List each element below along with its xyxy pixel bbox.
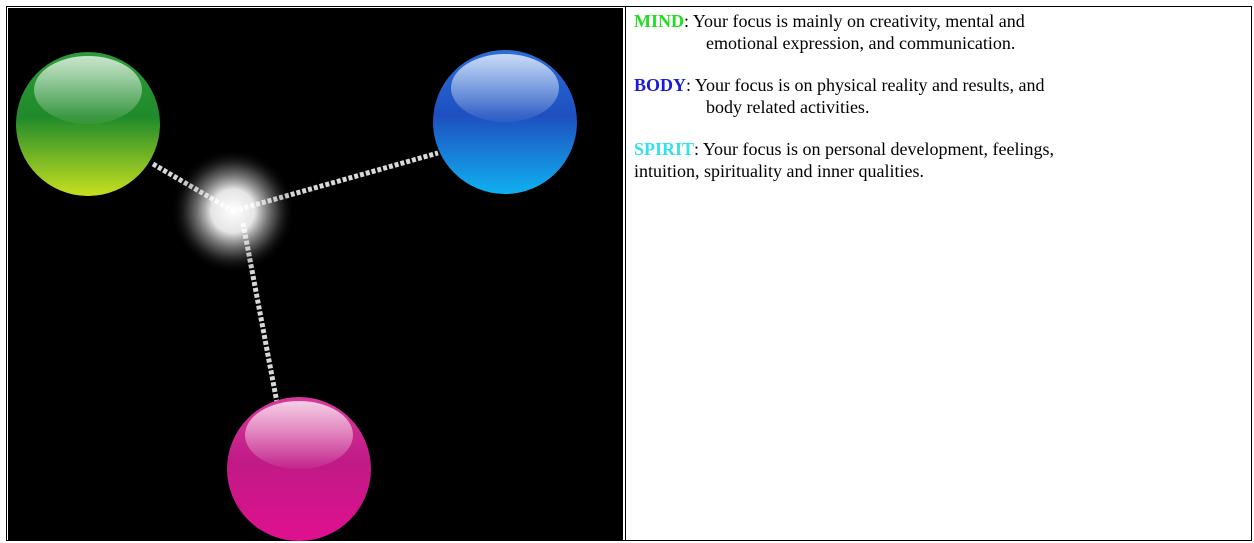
spirit-line-2: intuition, spirituality and inner qualit… (634, 161, 924, 181)
description-panel: MIND: Your focus is mainly on creativity… (634, 10, 1234, 202)
pink-orb-icon (227, 397, 371, 541)
spirit-entry: SPIRIT: Your focus is on personal develo… (634, 138, 1234, 182)
mind-body-spirit-orbs-icon (8, 8, 623, 541)
mind-entry: MIND: Your focus is mainly on creativity… (634, 10, 1234, 54)
body-entry: BODY: Your focus is on physical reality … (634, 74, 1234, 118)
body-keyword: BODY (634, 75, 686, 95)
mind-line-1: : Your focus is mainly on creativity, me… (684, 11, 1025, 31)
column-divider (625, 6, 626, 541)
mind-line-2: emotional expression, and communication. (634, 32, 1234, 54)
center-glow (171, 149, 295, 273)
green-orb-icon (16, 52, 160, 196)
body-line-2: body related activities. (634, 96, 1234, 118)
body-line-1: : Your focus is on physical reality and … (686, 75, 1044, 95)
mind-keyword: MIND (634, 11, 684, 31)
spirit-keyword: SPIRIT (634, 139, 694, 159)
spirit-line-1: : Your focus is on personal development,… (694, 139, 1054, 159)
blue-orb-icon (433, 50, 577, 194)
